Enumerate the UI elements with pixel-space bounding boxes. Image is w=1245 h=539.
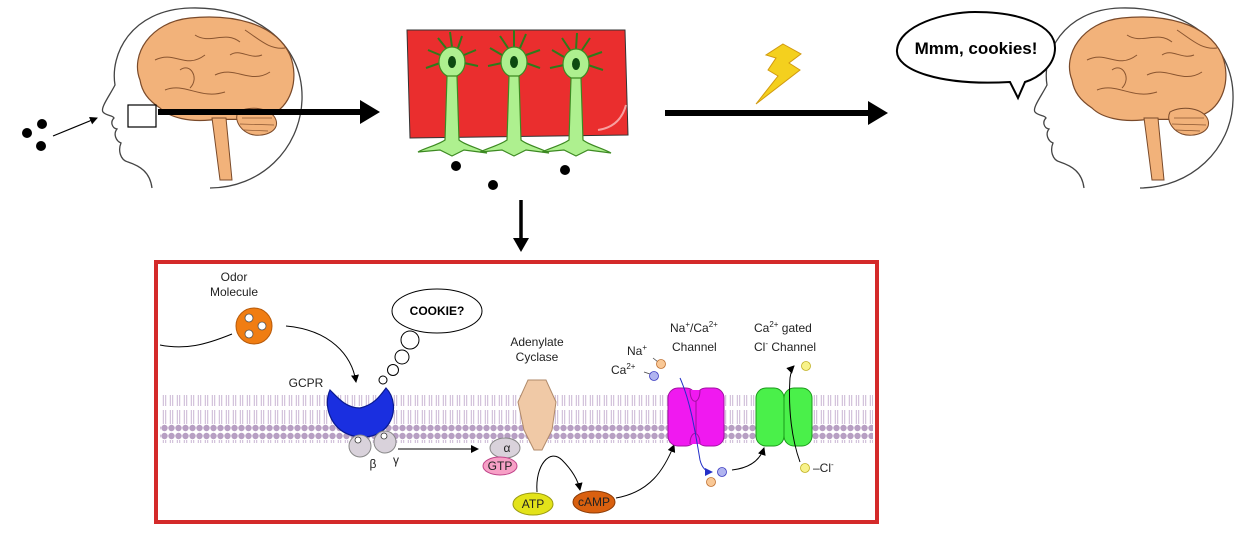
olfactory-neuron — [541, 32, 612, 157]
odor-label-line1: Odor — [221, 270, 248, 284]
cerebellum-icon — [236, 107, 278, 136]
cl-channel — [755, 387, 813, 447]
speech-bubble: Mmm, cookies! — [895, 10, 1057, 101]
odor-dot — [36, 141, 46, 151]
na-ion — [656, 359, 666, 369]
adenylate-cyclase — [517, 379, 557, 451]
odor-dot — [488, 180, 498, 190]
na-ion-label: Na+ — [627, 343, 647, 358]
cl-ion-label: –Cl- — [813, 460, 834, 475]
cl-channel-label-line2: Cl- Channel — [754, 339, 816, 354]
olfactory-neuron — [479, 30, 550, 157]
head-left — [101, 7, 303, 189]
brain-icon — [1068, 16, 1227, 122]
cl-ion-inside — [800, 463, 810, 473]
brainstem-icon — [1143, 117, 1165, 181]
odor-to-receptor-arrow — [285, 325, 359, 383]
odor-molecule — [235, 307, 273, 345]
head-right — [1033, 7, 1234, 189]
adenylate-label-line2: Cyclase — [516, 350, 559, 364]
ca-to-cl-channel-arrow — [731, 447, 766, 471]
na-channel-label-line1: Na+/Ca2+ — [670, 320, 718, 335]
detail-frame — [154, 260, 879, 524]
atp-ellipse — [512, 492, 554, 516]
ca-ion — [649, 371, 659, 381]
gtp-ellipse — [482, 456, 518, 476]
camp-to-channel-arrow — [615, 444, 676, 499]
beta-label: β — [370, 457, 377, 471]
gtp-label: GTP — [488, 459, 513, 473]
brain-icon — [136, 16, 295, 122]
ion-influx-arrow — [679, 377, 713, 476]
ca-ion-label: Ca2+ — [611, 362, 636, 377]
cerebellum-icon — [1168, 107, 1210, 136]
inhale-arrow — [52, 116, 98, 137]
atp-label: ATP — [522, 497, 544, 511]
cell-membrane — [160, 395, 873, 443]
ca-ion-inside — [717, 467, 727, 477]
odor-dot — [560, 165, 570, 175]
odor-dots-under-neurons — [451, 161, 570, 190]
thought-bubble: COOKIE? — [378, 288, 483, 385]
alpha-label: α — [504, 441, 511, 455]
speech-text: Mmm, cookies! — [915, 39, 1038, 58]
na-ion-inside — [706, 477, 716, 487]
cl-channel-label-line1: Ca2+ gated — [754, 320, 812, 335]
thought-text: COOKIE? — [410, 304, 465, 318]
camp-label: cAMP — [578, 495, 610, 509]
odor-dots-group — [22, 119, 47, 151]
odor-inflow-line — [159, 333, 233, 348]
odor-label-line2: Molecule — [210, 285, 258, 299]
camp-ellipse — [572, 490, 616, 514]
odor-dot — [451, 161, 461, 171]
olfactory-bulb-box — [127, 104, 157, 128]
cl-ion-outside — [801, 361, 811, 371]
gpcr-receptor — [326, 387, 395, 438]
gamma-label: γ — [393, 453, 399, 467]
na-channel-label-line2: Channel — [672, 340, 717, 354]
cl-efflux-arrow — [786, 365, 801, 463]
brainstem-icon — [211, 117, 233, 181]
lightning-icon — [755, 43, 802, 105]
olfactory-neuron — [417, 31, 488, 157]
adenylate-label-line1: Adenylate — [510, 335, 564, 349]
atp-to-camp-arrow — [536, 455, 583, 493]
g-protein-beta-gamma — [348, 430, 397, 458]
odor-dot — [22, 128, 32, 138]
odor-dot — [37, 119, 47, 129]
neurons-group — [417, 30, 612, 157]
gpcr-label: GCPR — [289, 376, 324, 390]
